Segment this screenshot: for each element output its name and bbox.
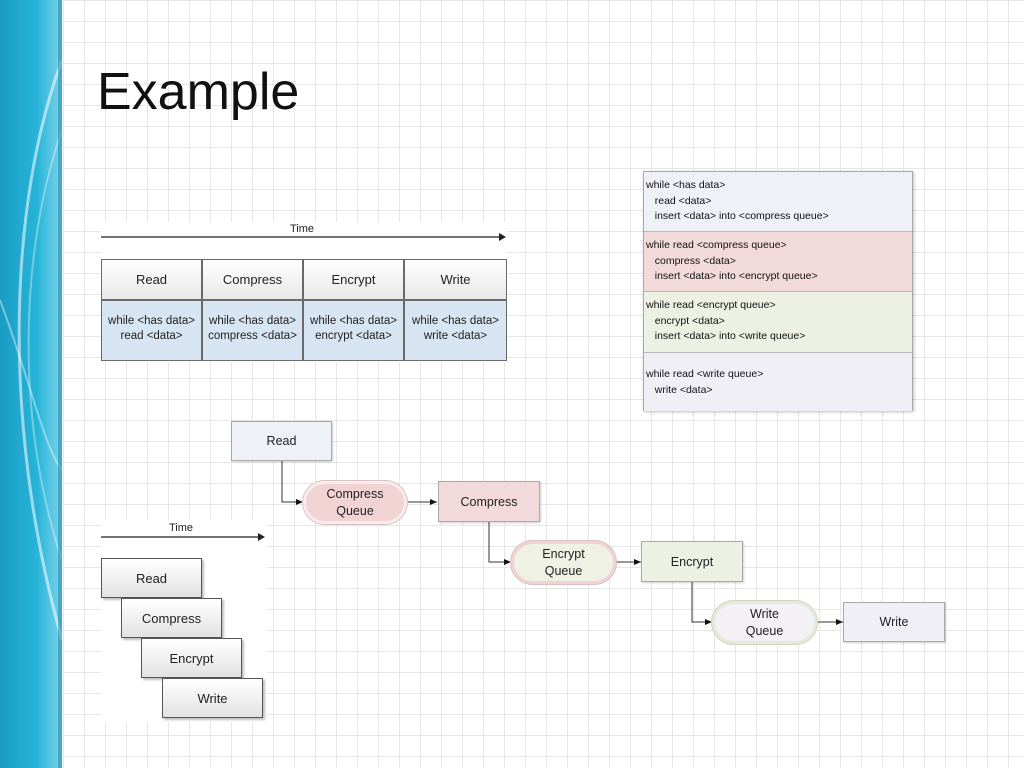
- sequential-step-encrypt: Encrypt: [141, 638, 242, 678]
- sequential-step-write: Write: [162, 678, 263, 718]
- encrypt-queue: Encrypt Queue: [511, 541, 616, 584]
- parallel-diagram: Time Read Compress Encrypt Write while <…: [101, 222, 507, 362]
- compress-queue: Compress Queue: [303, 481, 407, 524]
- code-section-write: while read <write queue> write <data>: [644, 353, 912, 411]
- table-header-read: Read: [101, 259, 202, 300]
- code-section-encrypt: while read <encrypt queue> encrypt <data…: [644, 292, 912, 353]
- table-cell-read: while <has data> read <data>: [101, 300, 202, 361]
- stage-compress: Compress: [438, 481, 540, 522]
- sequential-time-arrow: [101, 533, 265, 541]
- sequential-time-label: Time: [169, 522, 194, 534]
- code-section-read: while <has data> read <data> insert <dat…: [644, 172, 912, 232]
- table-header-write: Write: [404, 259, 507, 300]
- stage-read: Read: [231, 421, 332, 461]
- stage-write: Write: [843, 602, 945, 642]
- table-cell-encrypt: while <has data> encrypt <data>: [303, 300, 404, 361]
- write-queue: Write Queue: [712, 601, 817, 644]
- table-cell-write: while <has data> write <data>: [404, 300, 507, 361]
- sequential-step-read: Read: [101, 558, 202, 598]
- sequential-step-compress: Compress: [121, 598, 222, 638]
- table-cell-compress: while <has data> compress <data>: [202, 300, 303, 361]
- time-axis-label: Time: [290, 223, 315, 235]
- slide-title: Example: [97, 63, 300, 121]
- table-header-encrypt: Encrypt: [303, 259, 404, 300]
- stage-encrypt: Encrypt: [641, 541, 743, 582]
- sequential-diagram: Time Read Compress Encrypt Write: [101, 520, 267, 722]
- time-arrow: [101, 233, 506, 241]
- code-section-compress: while read <compress queue> compress <da…: [644, 232, 912, 292]
- slide-sidebar-decoration: [0, 0, 62, 768]
- pseudocode-panel: while <has data> read <data> insert <dat…: [643, 171, 913, 411]
- table-header-compress: Compress: [202, 259, 303, 300]
